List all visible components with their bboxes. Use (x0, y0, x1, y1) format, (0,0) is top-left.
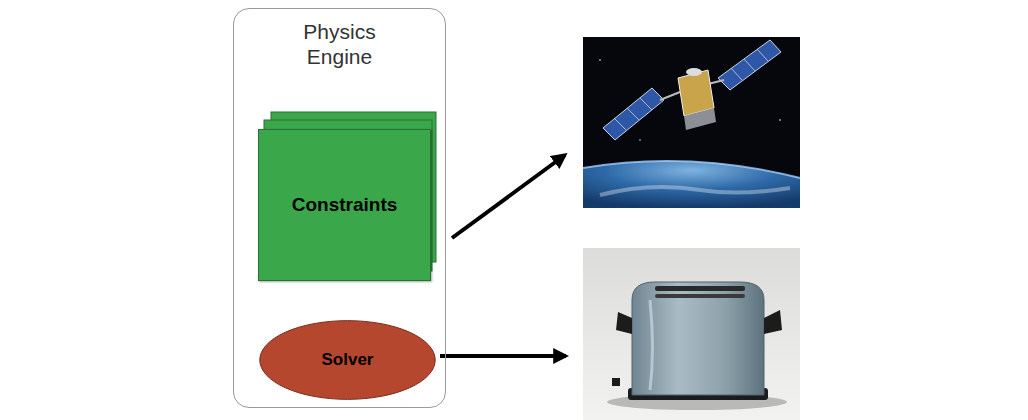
ellipse-shape (260, 321, 435, 400)
constraints-label: Constraints (286, 194, 404, 216)
solver-label: Solver (316, 350, 380, 370)
panel-title: Physics Engine (285, 19, 395, 69)
engine-panel: Physics EngineConstraintsSolver (233, 8, 446, 408)
satellite-picture (583, 37, 800, 208)
toaster-picture (583, 248, 800, 420)
constraints-box: Constraints (258, 129, 431, 281)
solver-ellipse: Solver (258, 319, 437, 401)
arrow (452, 155, 565, 238)
arrow (440, 354, 566, 358)
